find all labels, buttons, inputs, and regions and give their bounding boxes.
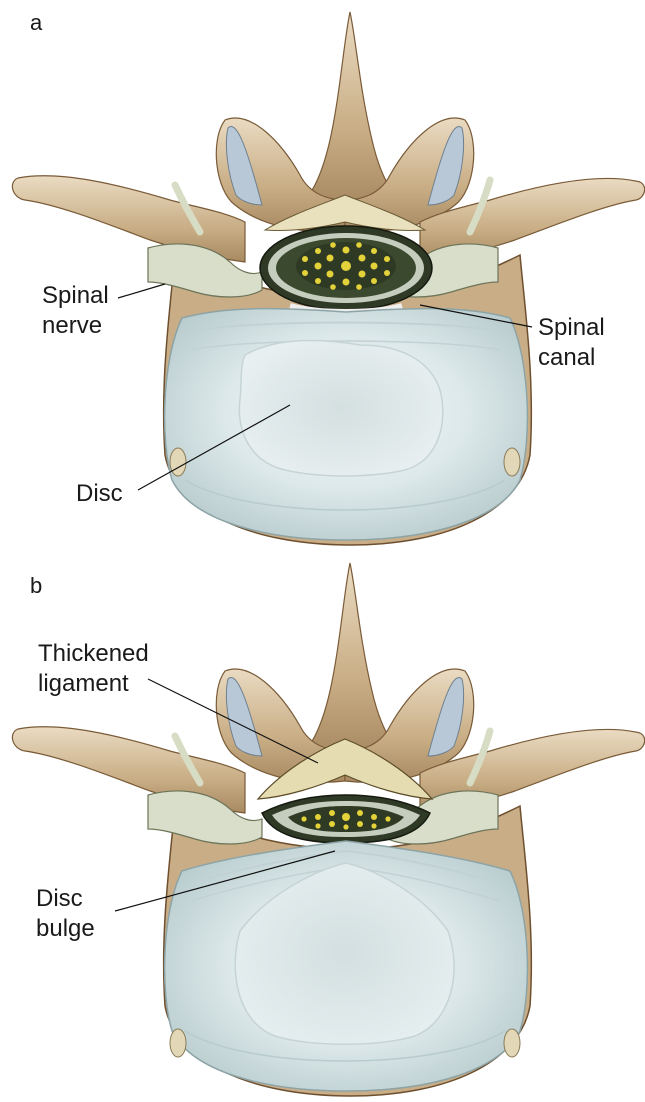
label-disc-bulge-line1: Disc [36, 884, 83, 914]
vertebra-illustration-normal [0, 0, 645, 551]
nucleus-pulposus [239, 341, 443, 476]
label-disc: Disc [76, 479, 123, 509]
label-spinal-canal-line1: Spinal [538, 313, 605, 343]
panel-letter-a: a [30, 8, 42, 38]
label-thickened-ligament-line1: Thickened [38, 639, 149, 669]
transverse-process-left [12, 176, 245, 262]
label-spinal-canal-line2: canal [538, 343, 595, 373]
label-spinal-nerve-line1: Spinal [42, 281, 109, 311]
panel-a: a Spinal nerve Spinal canal Disc [0, 0, 645, 551]
panel-b: b Thickened ligament Disc bulge [0, 551, 645, 1102]
panel-letter-b: b [30, 571, 42, 601]
vertebra-illustration-stenosis [0, 551, 645, 1102]
leader-line-spinal-nerve [118, 284, 165, 298]
label-spinal-nerve-line2: nerve [42, 311, 102, 341]
label-disc-bulge-line2: bulge [36, 914, 95, 944]
label-thickened-ligament-line2: ligament [38, 669, 129, 699]
